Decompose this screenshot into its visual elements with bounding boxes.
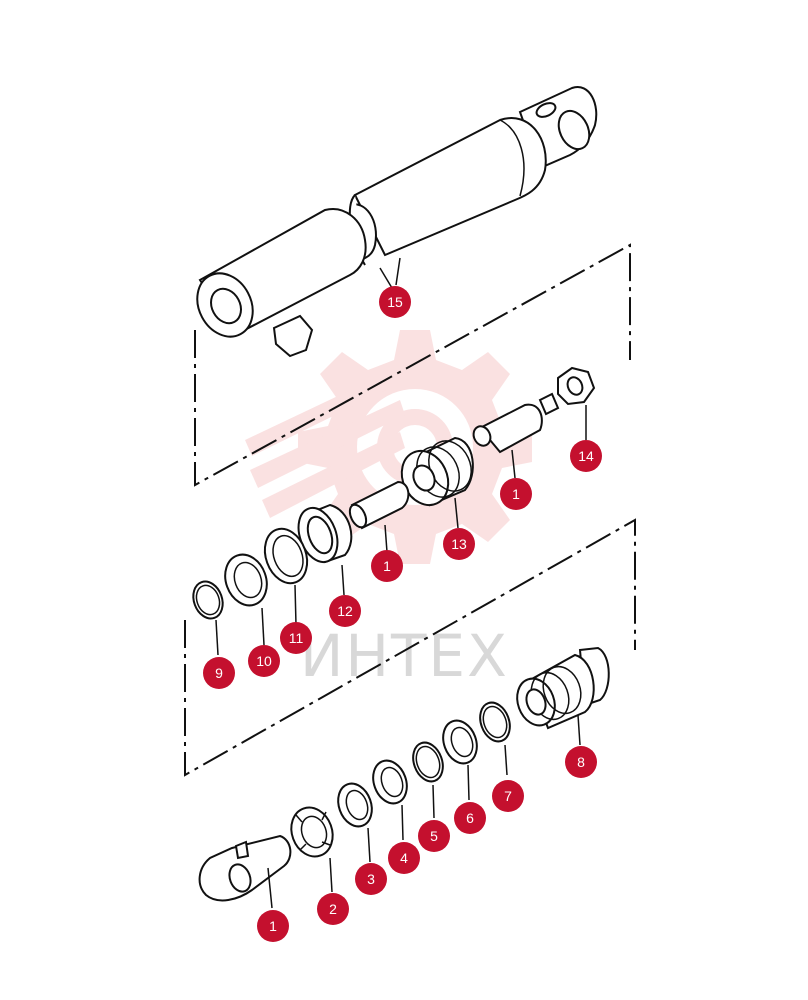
slotted-nut-part-2 (290, 806, 334, 893)
callout-badge (565, 746, 597, 778)
callout-badge (388, 842, 420, 874)
callout-c13: 13 (443, 528, 475, 560)
callout-c4: 4 (388, 842, 420, 874)
ring-part-11 (263, 527, 309, 626)
callout-label: 1 (512, 486, 520, 502)
callout-badge (492, 780, 524, 812)
watermark-logo (245, 330, 532, 564)
callout-badge (248, 645, 280, 677)
callout-badge (329, 595, 361, 627)
callout-label: 11 (289, 630, 304, 646)
ring-part-3 (337, 782, 373, 863)
callout-badge (317, 893, 349, 925)
callout-badge (371, 550, 403, 582)
ring-part-4 (372, 759, 408, 841)
callout-badge (257, 910, 289, 942)
callout-badge (454, 802, 486, 834)
ring-part-6 (442, 719, 478, 801)
callout-badge (355, 863, 387, 895)
rod-part-1-upper (472, 392, 560, 479)
callout-c1b: 1 (371, 550, 403, 582)
callout-c1a: 1 (500, 478, 532, 510)
callout-badge (443, 528, 475, 560)
callout-label: 2 (329, 901, 337, 917)
callout-c11: 11 (280, 622, 312, 654)
gland-part-12 (297, 503, 353, 596)
callout-label: 5 (430, 828, 438, 844)
seal-pack-part-8 (516, 646, 610, 746)
callout-c7: 7 (492, 780, 524, 812)
callout-c5: 5 (418, 820, 450, 852)
callout-label: 10 (256, 653, 272, 669)
callout-label: 1 (383, 558, 391, 574)
upper-assembly-frame (194, 243, 631, 487)
callout-label: 8 (577, 754, 585, 770)
callout-badge (500, 478, 532, 510)
callout-c2: 2 (317, 893, 349, 925)
callout-label: 13 (451, 536, 467, 552)
callout-label: 15 (387, 294, 403, 310)
callout-c6: 6 (454, 802, 486, 834)
piston-part-13 (400, 436, 474, 529)
callout-badge (418, 820, 450, 852)
callout-badge (203, 657, 235, 689)
ring-part-7 (479, 701, 511, 776)
nut-part-14 (557, 366, 596, 440)
cylinder-barrel-part-15 (196, 86, 598, 358)
lower-assembly-frame (184, 518, 636, 777)
ring-part-5 (412, 741, 444, 819)
callout-label: 7 (504, 788, 512, 804)
ring-part-9 (192, 580, 224, 656)
callout-layer: 15 14 1 13 1 12 11 10 9 8 7 6 5 4 3 2 1 (203, 286, 602, 942)
callout-label: 14 (578, 448, 594, 464)
ring-part-10 (224, 553, 268, 646)
callout-c10: 10 (248, 645, 280, 677)
callout-c1c: 1 (257, 910, 289, 942)
callout-label: 12 (337, 603, 353, 619)
callout-badge (570, 440, 602, 472)
callout-c15: 15 (379, 286, 411, 318)
callout-badge (280, 622, 312, 654)
callout-label: 3 (367, 871, 375, 887)
callout-label: 6 (466, 810, 474, 826)
callout-c3: 3 (355, 863, 387, 895)
rod-part-1-middle (348, 480, 410, 553)
callout-label: 4 (400, 850, 408, 866)
watermark-text: ИНТЕХ (300, 622, 509, 690)
callout-label: 9 (215, 665, 223, 681)
callout-c9: 9 (203, 657, 235, 689)
rod-eye-part-1-lower (198, 834, 292, 909)
callout-label: 1 (269, 918, 277, 934)
callout-c14: 14 (570, 440, 602, 472)
callout-badge (379, 286, 411, 318)
callout-c12: 12 (329, 595, 361, 627)
callout-c8: 8 (565, 746, 597, 778)
